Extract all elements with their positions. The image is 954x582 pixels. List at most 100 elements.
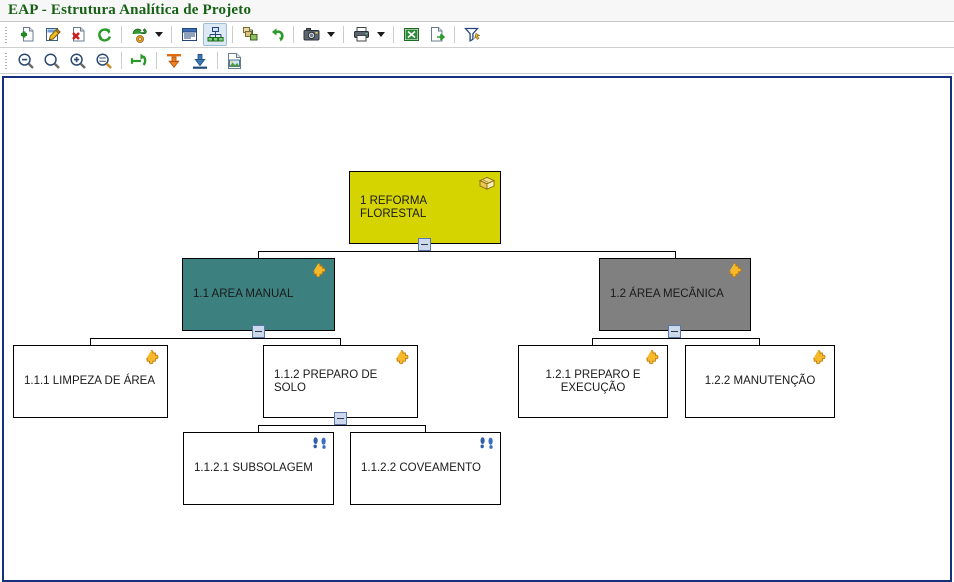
zoom-out-button[interactable]	[14, 49, 38, 72]
new-document-icon	[18, 26, 35, 43]
zoom-in-icon	[69, 52, 87, 70]
toolbar-separator	[121, 26, 122, 43]
puzzle-gear-icon	[131, 26, 148, 43]
wbs-node-label: 1.1.2 PREPARO DE SOLO	[274, 368, 378, 394]
structure-button[interactable]	[238, 23, 262, 46]
wbs-node-label: 1.1.1 LIMPEZA DE ÁREA	[24, 375, 156, 387]
edit-pencil-icon	[44, 26, 61, 43]
camera-icon	[303, 26, 320, 43]
undo-button[interactable]	[264, 23, 288, 46]
settings-button[interactable]	[127, 23, 151, 46]
connector-to-1-1-1	[90, 338, 91, 345]
wbs-node-label: 1 REFORMA FLORESTAL	[360, 194, 427, 220]
puzzle-piece-icon	[645, 349, 663, 365]
footprints-icon	[311, 436, 329, 452]
toolbar-separator	[232, 26, 233, 43]
magnifier-icon	[43, 52, 61, 70]
connector-to-1-1-2-2	[425, 425, 426, 432]
export-file-button[interactable]	[425, 23, 449, 46]
wbs-node-label: 1.2.2 MANUTENÇÃO	[704, 375, 816, 387]
toolbar-separator	[156, 52, 157, 69]
wbs-node-1-1-2[interactable]: 1.1.2 PREPARO DE SOLO	[263, 345, 418, 418]
delete-document-button[interactable]	[66, 23, 90, 46]
list-view-icon	[181, 26, 198, 43]
wbs-node-label: 1.1.2.1 SUBSOLAGEM	[194, 462, 313, 474]
snapshot-dropdown-arrow[interactable]	[324, 24, 337, 45]
wbs-node-1-1-2-1[interactable]: 1.1.2.1 SUBSOLAGEM	[183, 432, 334, 505]
delete-document-icon	[70, 26, 87, 43]
connector-to-1-1-2	[340, 338, 341, 345]
toolbar-separator	[293, 26, 294, 43]
tree-view-icon	[207, 26, 224, 43]
wbs-node-1-1-2-collapse-toggle[interactable]	[334, 412, 347, 425]
filter-clear-icon	[463, 26, 481, 43]
wbs-node-1-2-1[interactable]: 1.2.1 PREPARO E EXECUÇÃO	[518, 345, 668, 418]
puzzle-piece-icon	[312, 262, 330, 278]
toolbar-grip[interactable]	[4, 25, 9, 44]
wbs-node-label: 1.1 AREA MANUAL	[193, 288, 294, 300]
print-button[interactable]	[349, 23, 373, 46]
wbs-node-label: 1.2.1 PREPARO E EXECUÇÃO	[545, 368, 641, 394]
excel-icon	[403, 26, 420, 43]
window-title-bar: EAP - Estrutura Analítica de Projeto	[0, 0, 954, 22]
zoom-fit-button[interactable]	[92, 49, 116, 72]
save-image-button[interactable]	[223, 49, 247, 72]
clear-filter-button[interactable]	[460, 23, 484, 46]
wbs-node-1-1[interactable]: 1.1 AREA MANUAL	[182, 258, 335, 331]
wbs-node-1[interactable]: 1 REFORMA FLORESTAL	[349, 171, 501, 244]
wbs-node-1-2[interactable]: 1.2 ÁREA MECÂNICA	[599, 258, 751, 331]
toolbar-separator	[217, 52, 218, 69]
puzzle-piece-icon	[145, 349, 163, 365]
reset-layout-button[interactable]	[127, 49, 151, 72]
connector-to-1-2-2	[759, 338, 760, 345]
wbs-node-1-2-2[interactable]: 1.2.2 MANUTENÇÃO	[685, 345, 835, 418]
connector-to-1-2-1	[592, 338, 593, 345]
toolbar-separator	[454, 26, 455, 43]
connector-1-1-2-bus	[258, 425, 426, 426]
reset-arrow-icon	[130, 52, 148, 70]
package-box-icon	[478, 175, 496, 191]
snapshot-button[interactable]	[299, 23, 323, 46]
export-file-icon	[429, 26, 446, 43]
toolbar-separator	[343, 26, 344, 43]
connector-to-1-1	[258, 251, 259, 258]
puzzle-piece-icon	[728, 262, 746, 278]
diagram-canvas[interactable]: 1 REFORMA FLORESTAL 1.1 AREA MANUAL 1.2 ÁR…	[2, 76, 952, 582]
wbs-node-label: 1.1.2.2 COVEAMENTO	[361, 462, 481, 474]
zoom-in-button[interactable]	[66, 49, 90, 72]
wbs-node-1-2-collapse-toggle[interactable]	[668, 325, 681, 338]
toolbar-separator	[393, 26, 394, 43]
tree-view-button[interactable]	[203, 23, 227, 46]
expand-all-button[interactable]	[188, 49, 212, 72]
edit-document-button[interactable]	[40, 23, 64, 46]
puzzle-piece-icon	[812, 349, 830, 365]
diagram-surface: 1 REFORMA FLORESTAL 1.1 AREA MANUAL 1.2 ÁR…	[4, 78, 950, 580]
zoom-normal-button[interactable]	[40, 49, 64, 72]
settings-dropdown-arrow[interactable]	[152, 24, 165, 45]
structure-icon	[242, 26, 259, 43]
wbs-node-1-1-collapse-toggle[interactable]	[252, 325, 265, 338]
list-view-button[interactable]	[177, 23, 201, 46]
toolbar-separator	[171, 26, 172, 43]
toolbar-grip[interactable]	[4, 51, 9, 70]
expand-all-icon	[191, 52, 209, 70]
wbs-node-1-collapse-toggle[interactable]	[418, 238, 431, 251]
printer-icon	[353, 26, 370, 43]
wbs-node-1-1-2-2[interactable]: 1.1.2.2 COVEAMENTO	[350, 432, 501, 505]
export-excel-button[interactable]	[399, 23, 423, 46]
refresh-button[interactable]	[92, 23, 116, 46]
collapse-all-icon	[165, 52, 183, 70]
page-title: EAP - Estrutura Analítica de Projeto	[8, 2, 252, 18]
print-dropdown-arrow[interactable]	[374, 24, 387, 45]
wbs-node-label: 1.2 ÁREA MECÂNICA	[610, 288, 724, 300]
connector-to-1-1-2-1	[258, 425, 259, 432]
save-image-icon	[226, 52, 244, 70]
undo-arrow-icon	[268, 26, 285, 43]
collapse-all-button[interactable]	[162, 49, 186, 72]
main-toolbar	[0, 22, 954, 48]
new-document-button[interactable]	[14, 23, 38, 46]
wbs-node-1-1-1[interactable]: 1.1.1 LIMPEZA DE ÁREA	[13, 345, 168, 418]
connector-to-1-2	[675, 251, 676, 258]
zoom-toolbar	[0, 48, 954, 74]
puzzle-piece-icon	[395, 349, 413, 365]
